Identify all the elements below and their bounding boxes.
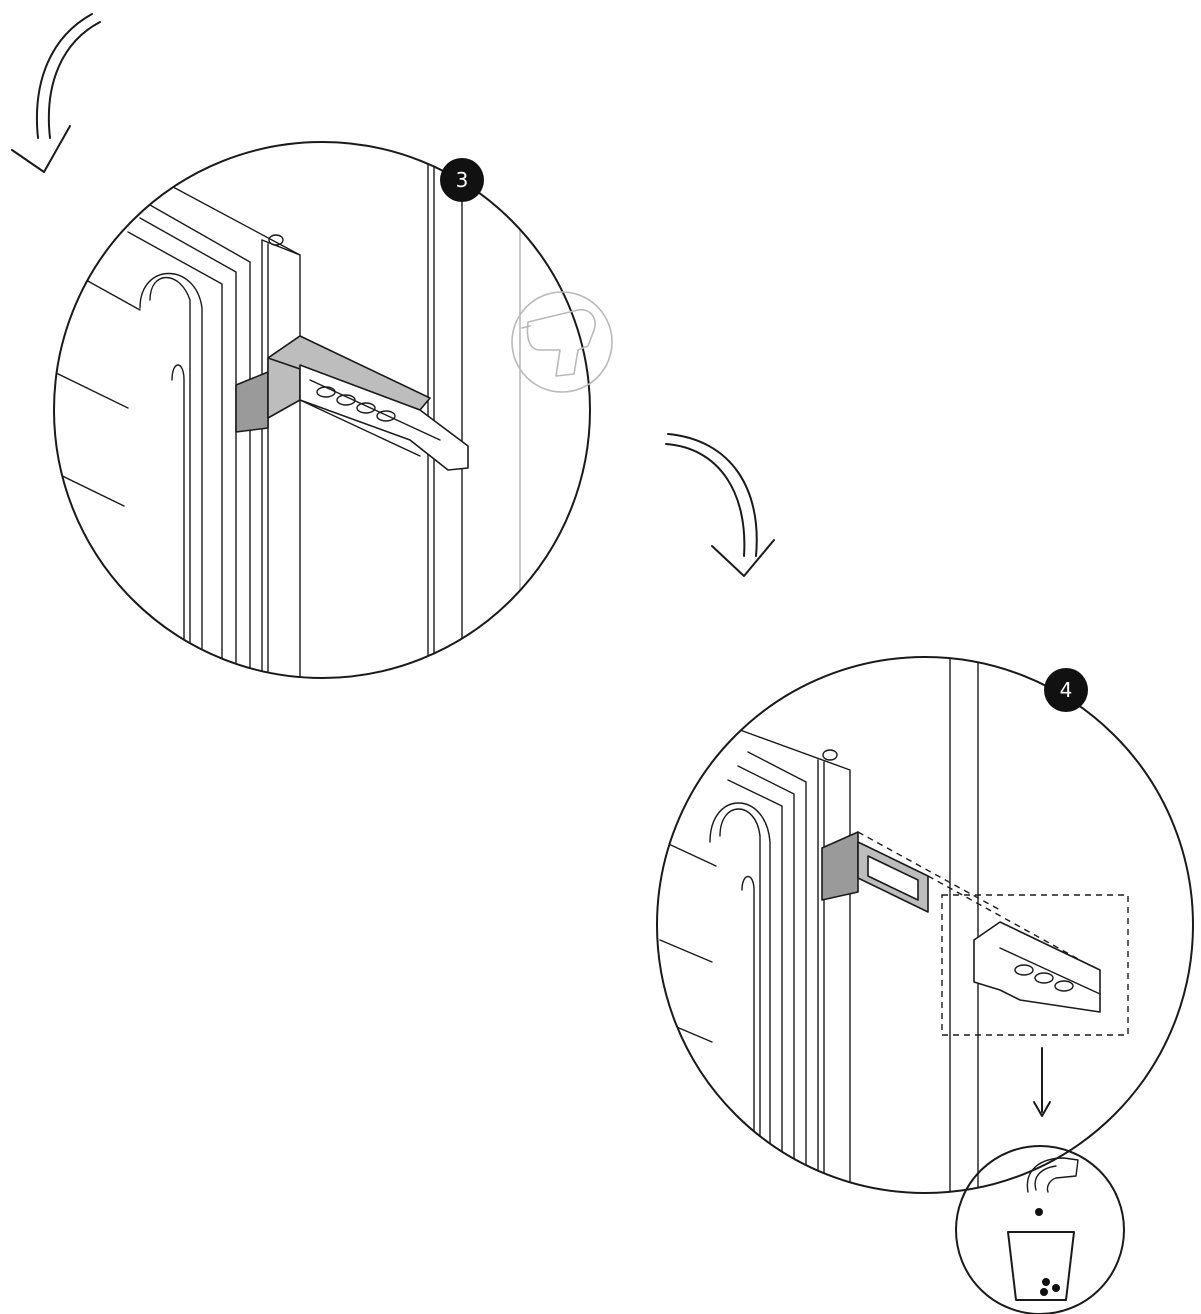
flow-arrow-top [11, 13, 101, 173]
step-4-detail-circle [656, 656, 1194, 1194]
shelves [54, 259, 141, 595]
step-4-panel: 4 [656, 656, 1194, 1314]
dispose-arrow [1033, 1047, 1051, 1117]
door-handle [709, 802, 771, 1193]
step-3-badge: 3 [440, 158, 484, 202]
bracket-plate-remaining [821, 831, 1081, 961]
dropped-part-dot [1035, 1208, 1043, 1216]
door-handle [139, 273, 203, 678]
disposal-callout [955, 1145, 1125, 1314]
shelves [659, 839, 717, 1043]
appliance-frame [727, 729, 851, 1193]
step-4-badge: 4 [1044, 668, 1088, 712]
waste-bin-icon [1007, 1231, 1075, 1301]
power-drill-icon [511, 291, 613, 393]
hand-dropping-icon [1026, 1157, 1079, 1193]
step-3-panel: 3 [53, 141, 613, 679]
flow-arrow-middle [665, 433, 775, 577]
cabinet-wall [949, 657, 979, 1193]
step-3-number: 3 [456, 168, 469, 192]
step-3-detail-circle [53, 141, 591, 679]
appliance-frame [127, 179, 301, 678]
removed-bracket-part [941, 894, 1129, 1036]
mounting-bracket-installed [235, 335, 469, 471]
step-4-number: 4 [1060, 678, 1073, 702]
